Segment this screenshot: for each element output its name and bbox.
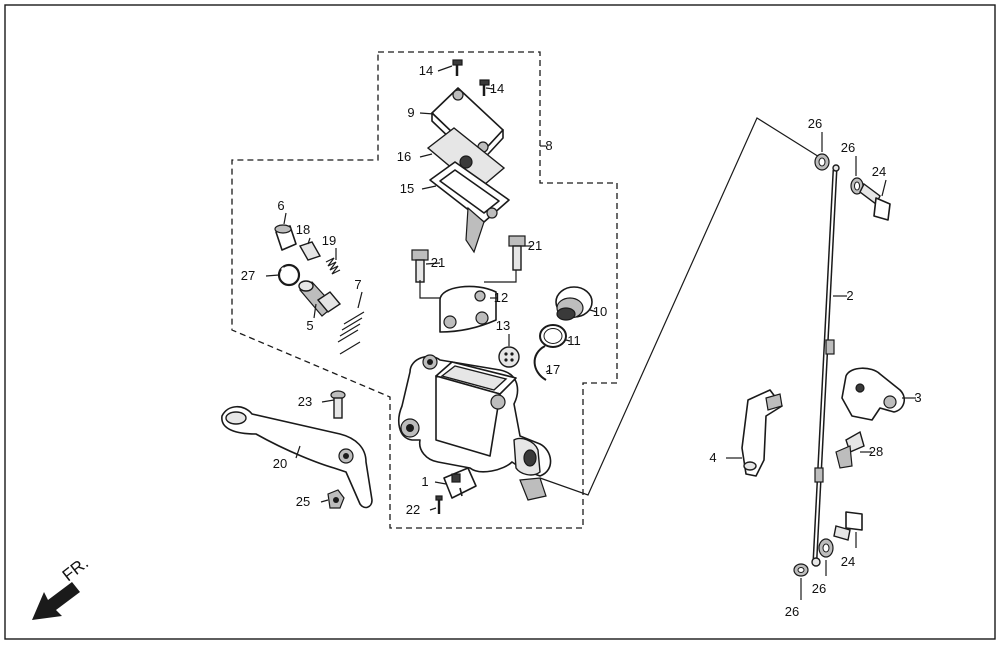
callout-c11: 11 — [567, 333, 581, 348]
bracket-3 — [841, 367, 906, 421]
washer-26-bottom-left — [793, 563, 809, 577]
callout-c28: 28 — [869, 444, 883, 459]
callout-c23: 23 — [298, 394, 312, 409]
piston-5 — [298, 280, 342, 317]
callout-c21a: 21 — [431, 255, 445, 270]
screw-22 — [435, 495, 443, 514]
front-direction-label: FR. — [59, 553, 92, 585]
cable-2 — [811, 164, 840, 567]
diagram-frame — [4, 4, 996, 640]
callout-c6: 6 — [277, 198, 284, 213]
circlip-17 — [533, 345, 547, 381]
callout-c2: 2 — [846, 288, 853, 303]
washer-26-top — [814, 153, 830, 171]
callout-c16: 16 — [397, 149, 411, 164]
brake-lever-20 — [221, 405, 373, 509]
cup-6 — [274, 224, 297, 251]
callout-c14b: 14 — [490, 81, 504, 96]
bolt-21-right — [508, 235, 526, 271]
callout-c25: 25 — [296, 494, 310, 509]
callout-c17: 17 — [546, 362, 560, 377]
bolt-21-left — [411, 249, 429, 283]
diaphragm-15 — [429, 161, 510, 254]
bolt-24-top — [859, 182, 891, 221]
bolt-28 — [835, 430, 865, 469]
callout-c20: 20 — [273, 456, 287, 471]
callout-c27: 27 — [241, 268, 255, 283]
screw-14-right — [479, 79, 490, 96]
callout-c10: 10 — [593, 304, 607, 319]
callout-c21b: 21 — [528, 238, 542, 253]
callout-c7: 7 — [354, 277, 361, 292]
callout-c13: 13 — [496, 318, 510, 333]
callout-c24a: 24 — [872, 164, 886, 179]
callout-c15: 15 — [400, 181, 414, 196]
pin-18 — [298, 241, 322, 261]
callout-c14a: 14 — [419, 63, 433, 78]
callout-c3: 3 — [914, 390, 921, 405]
callout-c26a: 26 — [808, 116, 822, 131]
front-direction-arrow-icon — [32, 582, 80, 620]
brake-switch-1 — [443, 467, 477, 499]
callout-c18: 18 — [296, 222, 310, 237]
callout-c9: 9 — [407, 105, 414, 120]
master-cylinder-body — [398, 354, 552, 501]
callout-c26b: 26 — [841, 140, 855, 155]
callout-c19: 19 — [322, 233, 336, 248]
washer-26-bottom — [818, 538, 834, 558]
callout-c26d: 26 — [785, 604, 799, 619]
bolt-24-bottom — [833, 511, 863, 541]
washer-26-top-right — [850, 177, 864, 195]
holder-12 — [439, 285, 497, 333]
leader-lines — [265, 65, 916, 600]
callout-c26c: 26 — [812, 581, 826, 596]
callout-c22: 22 — [406, 502, 420, 517]
screw-14-left — [452, 59, 463, 76]
callout-c8: 8 — [545, 138, 552, 153]
circlip-27 — [277, 263, 301, 287]
grommet-13 — [498, 346, 520, 368]
assembly-outline-8 — [231, 51, 618, 529]
callout-c12: 12 — [494, 290, 508, 305]
cable-routing-line — [539, 117, 825, 496]
boot-10 — [555, 286, 593, 321]
callout-labels: 1234567891011121314141516171819202121222… — [241, 63, 922, 619]
diaphragm-plate-16 — [426, 127, 506, 191]
callout-c5: 5 — [306, 318, 313, 333]
callout-c1: 1 — [421, 474, 428, 489]
callout-c4: 4 — [709, 450, 716, 465]
spring-19 — [325, 257, 341, 275]
bolt-23 — [330, 390, 346, 419]
callout-c24b: 24 — [841, 554, 855, 569]
spring-7 — [337, 311, 365, 355]
cable-guide-4 — [741, 389, 783, 477]
oring-11 — [539, 324, 567, 348]
nut-25 — [327, 489, 345, 509]
